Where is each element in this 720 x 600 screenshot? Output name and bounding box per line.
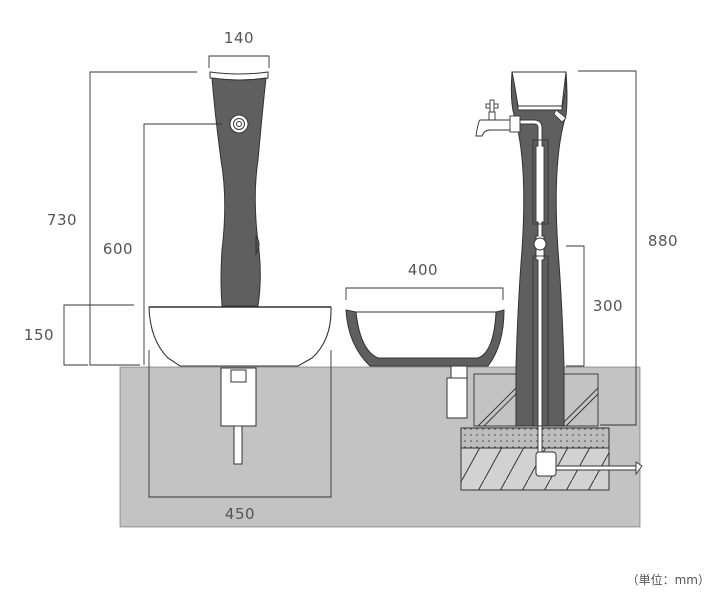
left-column — [211, 77, 267, 307]
gravel-layer — [460, 427, 610, 449]
right-column-cup — [511, 71, 567, 107]
dim-label-400: 400 — [408, 261, 438, 279]
dim-label-140: 140 — [224, 29, 254, 47]
pipe-valve-icon — [533, 237, 547, 251]
faucet-tap-icon — [475, 99, 521, 137]
dim-label-730: 730 — [47, 211, 77, 229]
column-side-knob — [255, 234, 260, 256]
dim-label-880: 880 — [648, 232, 678, 250]
dim-label-150: 150 — [24, 326, 54, 344]
dim-label-600: 600 — [103, 240, 133, 258]
dim-label-300: 300 — [593, 297, 623, 315]
unit-note: （単位：mm） — [627, 572, 710, 587]
left-drain-pipe — [233, 425, 243, 465]
dim-label-450: 450 — [225, 505, 255, 523]
middle-drain-trap — [450, 365, 468, 379]
left-bowl — [148, 306, 332, 367]
